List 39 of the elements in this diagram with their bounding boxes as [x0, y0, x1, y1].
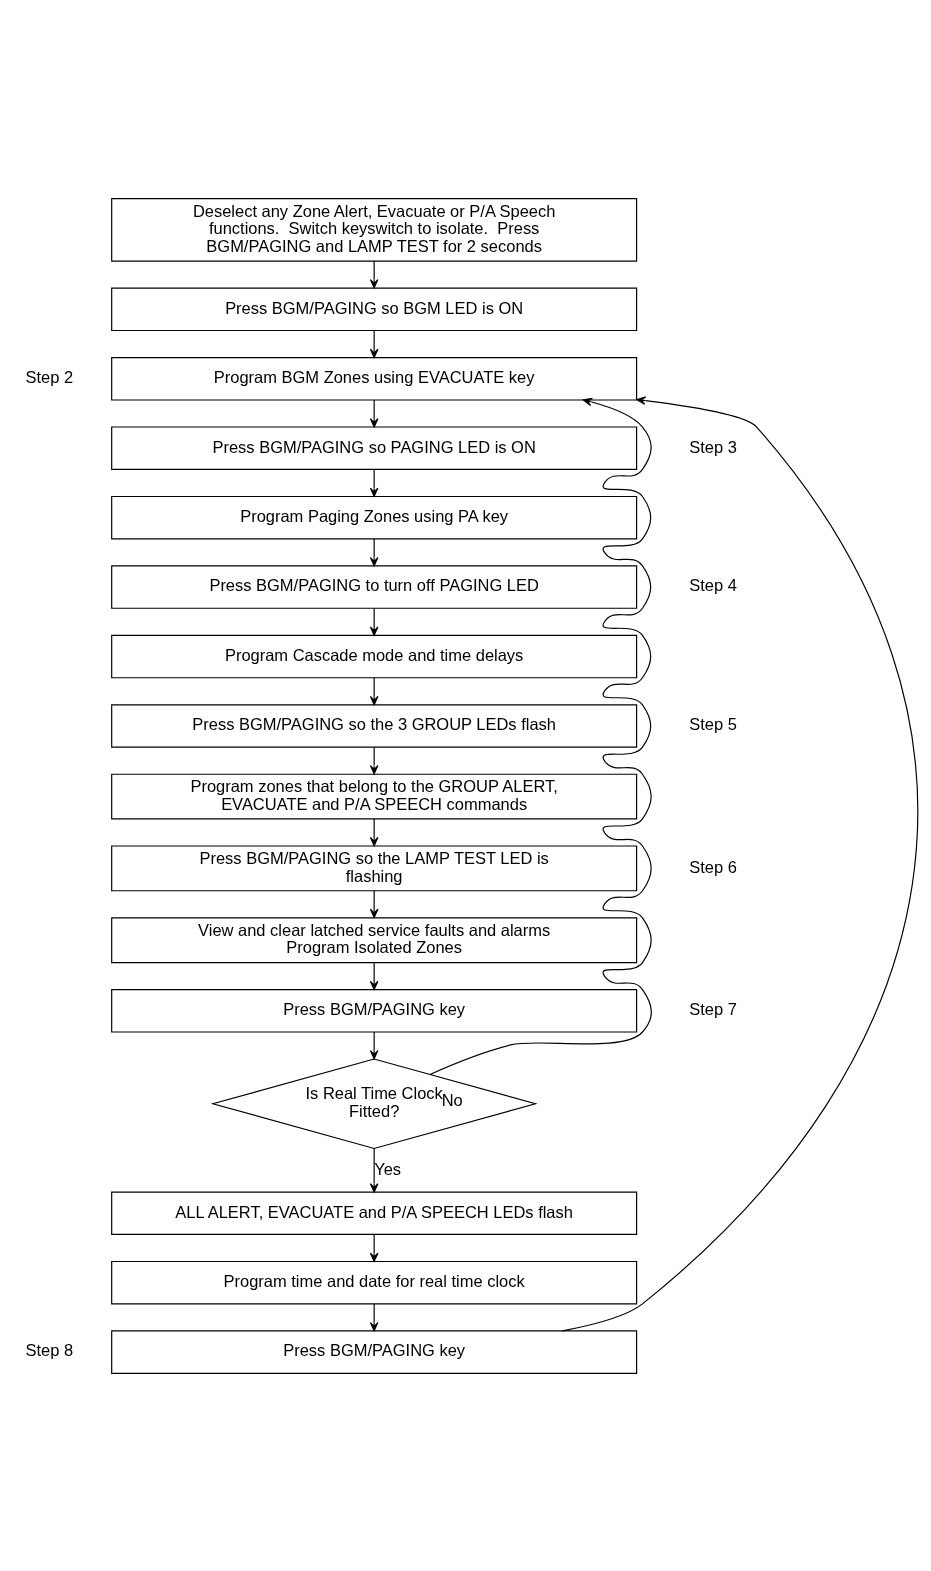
arrow [369, 329, 379, 358]
arrow [369, 1031, 379, 1059]
arrow [369, 607, 379, 636]
arrow [369, 676, 379, 705]
edge-label: Yes [374, 1159, 402, 1178]
arrow [369, 961, 379, 990]
arrow [369, 1302, 379, 1331]
node-box: Program Paging Zones using PA key [111, 495, 638, 539]
node-box: Press BGM/PAGING so PAGING LED is ON [111, 425, 638, 470]
node-box: Program time and date for real time clock [111, 1260, 638, 1304]
node-box: Press BGM/PAGING key [111, 988, 638, 1033]
arrow [369, 1147, 379, 1193]
node-box: Program Cascade mode and time delays [111, 634, 638, 678]
node-label: Step 4 [689, 575, 737, 594]
arrow [369, 1233, 379, 1262]
arrow [369, 399, 379, 427]
node-box: View and clear latched service faults and alarms Program Isolated Zones [111, 916, 638, 963]
node-box: Press BGM/PAGING to turn off PAGING LED [111, 564, 638, 609]
arrow [369, 260, 379, 288]
node-box: Deselect any Zone Alert, Evacuate or P/A Speech functions. Switch keyswitch to isolate. Press BGM/PAGING and LAMP TEST for 2 seconds [111, 197, 638, 262]
node-box: Program BGM Zones using EVACUATE key [111, 356, 638, 401]
arrow [369, 537, 379, 566]
arrow [369, 468, 379, 497]
node-box: Program zones that belong to the GROUP ALERT, EVACUATE and P/A SPEECH commands [111, 773, 638, 820]
node-box: ALL ALERT, EVACUATE and P/A SPEECH LEDs flash [111, 1190, 638, 1235]
node-box: Press BGM/PAGING so the 3 GROUP LEDs flash [111, 703, 638, 748]
arrow [429, 397, 652, 1075]
node-label: Step 2 [25, 367, 74, 386]
node-label: Step 6 [689, 857, 737, 876]
node-label: Step 8 [25, 1340, 74, 1359]
node-box: Press BGM/PAGING so the LAMP TEST LED is flashing [111, 844, 638, 891]
node-label: Step 5 [689, 714, 737, 733]
arrow [561, 395, 919, 1331]
node-label: Step 3 [689, 437, 737, 456]
node-box: Press BGM/PAGING so BGM LED is ON [111, 287, 638, 331]
node-box: Press BGM/PAGING key [111, 1329, 638, 1374]
arrow [369, 889, 379, 918]
arrow [369, 817, 379, 846]
node-label: Step 7 [689, 999, 737, 1018]
